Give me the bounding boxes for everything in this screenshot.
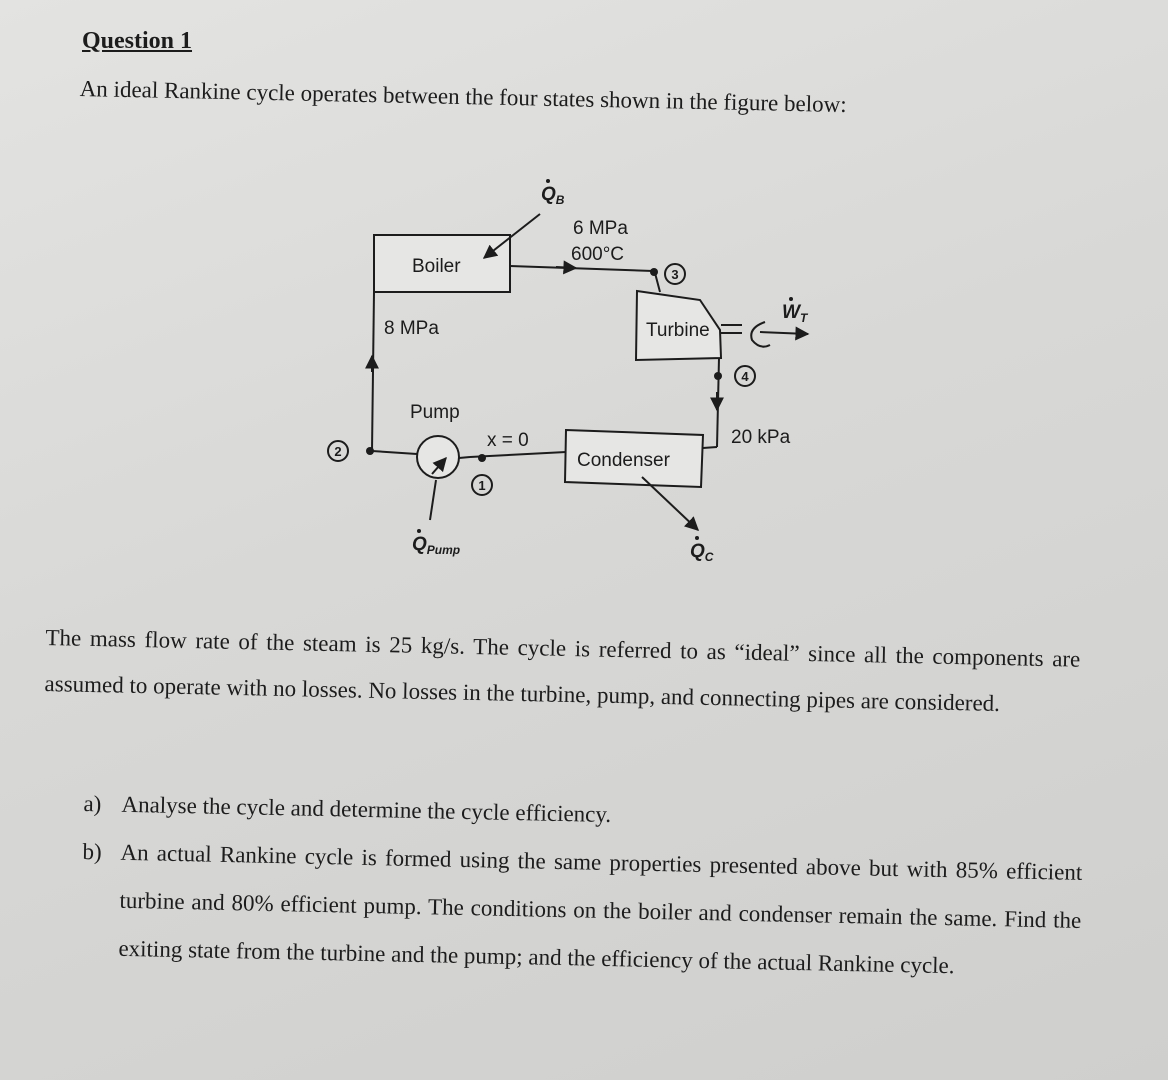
pipe-pump-to-state2 — [371, 450, 418, 455]
boiler-label: Boiler — [412, 256, 461, 277]
problem-paragraph: The mass flow rate of the steam is 25 kg… — [44, 624, 1081, 716]
qpump-label: QPump — [412, 534, 460, 557]
state-2-dot — [366, 447, 374, 455]
state-3-dot — [650, 268, 658, 276]
qc-main: Q — [690, 541, 705, 562]
qpump-main: Q — [412, 534, 427, 555]
state-1-number: 1 — [478, 478, 485, 493]
state-3-number: 3 — [671, 267, 678, 282]
flow-arrow-right — [555, 260, 578, 275]
pipe-boiler-to-turbine — [509, 265, 654, 272]
state3-temperature: 600°C — [571, 244, 624, 265]
condenser-label: Condenser — [577, 450, 671, 471]
part-b-marker: b) — [82, 838, 102, 865]
pipe-condenser-to-pump — [469, 451, 567, 458]
part-b: b) An actual Rankine cycle is formed usi… — [80, 828, 1083, 993]
wt-label: WT — [782, 302, 809, 325]
pump-circle — [416, 435, 460, 479]
state-2-circle — [327, 440, 349, 462]
condenser-pressure: 20 kPa — [731, 427, 791, 448]
question-intro: An ideal Rankine cycle operates between … — [79, 76, 847, 118]
qb-main: Q — [541, 184, 556, 205]
part-b-text: An actual Rankine cycle is formed using … — [118, 839, 1083, 979]
state-4-number: 4 — [741, 369, 749, 384]
turbine-coupling — [750, 321, 771, 348]
turbine-label: Turbine — [646, 320, 710, 341]
state-4-dot — [714, 372, 722, 380]
state-4-circle — [734, 365, 756, 387]
pipe-condenser-in — [702, 446, 718, 449]
boiler-pressure: 8 MPa — [384, 318, 439, 339]
wt-sub: T — [800, 311, 809, 325]
turbine-shape — [634, 289, 723, 362]
state-1-dot — [478, 454, 486, 462]
boiler-box — [373, 234, 511, 293]
pump-inlet — [458, 456, 471, 459]
pump-indicator — [431, 456, 447, 475]
qc-sub: C — [705, 550, 714, 564]
qpump-sub: Pump — [427, 543, 460, 557]
qpump-arrow — [429, 479, 437, 521]
qc-label: QC — [690, 541, 714, 564]
qb-arrow — [482, 213, 541, 259]
question-parts: a) Analyse the cycle and determine the c… — [80, 780, 1084, 993]
qb-label: QB — [541, 184, 565, 207]
state3-pressure: 6 MPa — [573, 218, 628, 239]
wt-main: W — [782, 302, 802, 323]
part-a-marker: a) — [83, 790, 102, 817]
state-3-circle — [664, 263, 686, 285]
wt-arrow — [759, 326, 810, 341]
question-title: Question 1 — [82, 28, 193, 54]
qb-sub: B — [556, 193, 565, 207]
condenser-box — [563, 428, 705, 489]
pipe-state3-turbine — [654, 272, 661, 293]
part-a-text: Analyse the cycle and determine the cycl… — [121, 791, 612, 828]
quality-label: x = 0 — [487, 430, 529, 451]
rankine-cycle-diagram: Boiler Turbine Condenser Pump 6 MPa 600°… — [327, 179, 810, 564]
state-1-circle — [471, 474, 493, 496]
state-2-number: 2 — [334, 444, 341, 459]
pump-label: Pump — [410, 402, 460, 423]
qc-arrow — [641, 476, 700, 531]
